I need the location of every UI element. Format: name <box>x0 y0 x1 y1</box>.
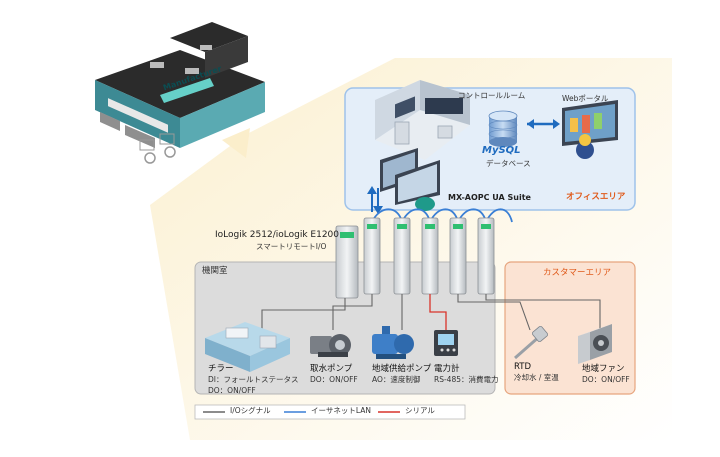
device-detail: DO：ON/OFF <box>310 375 358 384</box>
control-room-icon <box>375 80 470 160</box>
legend-serial-label: シリアル <box>405 406 435 415</box>
rtd-sensor-icon <box>514 325 549 360</box>
sync-arrows-icon <box>527 119 560 129</box>
district-supply-pump-icon <box>372 326 414 359</box>
control-room-label: コントロールルーム <box>458 91 526 100</box>
web-portal-label: Webポータル <box>562 94 609 103</box>
device-rtd: RTD 冷却水 / 室温 <box>514 362 559 383</box>
serial-wiring <box>429 294 447 330</box>
device-name: 地域供給ポンプ <box>372 364 432 374</box>
customer-area-box <box>504 261 636 395</box>
device-detail: 冷却水 / 室温 <box>514 373 559 382</box>
zoom-arrow <box>222 128 250 158</box>
web-portal-monitor-icon <box>562 100 618 159</box>
iologik-subtitle: スマートリモートI/O <box>256 242 327 251</box>
device-detail: AO：速度制御 <box>372 375 421 384</box>
device-detail: DI：フォールトステータス <box>208 375 299 384</box>
uplink-arrows <box>367 186 383 214</box>
device-detail: DO：ON/OFF <box>208 386 256 395</box>
factory-building-icon <box>95 22 265 164</box>
intake-pump-icon <box>310 334 351 357</box>
district-fan-icon <box>578 324 612 364</box>
mysql-logo: MySQL <box>482 145 521 156</box>
device-chiller: チラー DI：フォールトステータス DO：ON/OFF <box>208 362 299 396</box>
legend-io-label: I/Oシグナル <box>230 406 271 415</box>
iologik-modules <box>335 217 495 299</box>
machine-room-label: 機関室 <box>202 266 228 276</box>
device-name: 地域ファン <box>582 364 625 374</box>
iologik-title: IoLogik 2512/ioLogik E1200 <box>215 230 339 240</box>
office-area-label: オフィスエリア <box>566 192 626 202</box>
legend-box <box>194 404 466 420</box>
device-power-meter: 電力計 RS-485：消費電力 <box>434 362 499 385</box>
device-name: 取水ポンプ <box>310 364 353 374</box>
power-meter-icon <box>434 330 458 356</box>
legend-ethernet-label: イーサネットLAN <box>311 406 371 415</box>
device-district-supply-pump: 地域供給ポンプ AO：速度制御 <box>372 362 431 385</box>
database-icon <box>488 110 518 147</box>
mx-aopc-label: MX-AOPC UA Suite <box>448 193 531 202</box>
io-signal-wiring <box>261 294 601 331</box>
device-name: 電力計 <box>434 364 460 374</box>
device-detail: DO：ON/OFF <box>582 375 630 384</box>
device-name: RTD <box>514 362 532 372</box>
device-district-fan: 地域ファン DO：ON/OFF <box>582 362 630 385</box>
device-intake-pump: 取水ポンプ DO：ON/OFF <box>310 362 358 385</box>
device-name: チラー <box>208 364 234 374</box>
database-label: データベース <box>486 159 531 168</box>
mx-aopc-screens-icon <box>380 148 440 211</box>
customer-area-label: カスタマーエリア <box>543 268 612 278</box>
chiller-icon <box>205 322 290 372</box>
device-detail: RS-485：消費電力 <box>434 375 499 384</box>
